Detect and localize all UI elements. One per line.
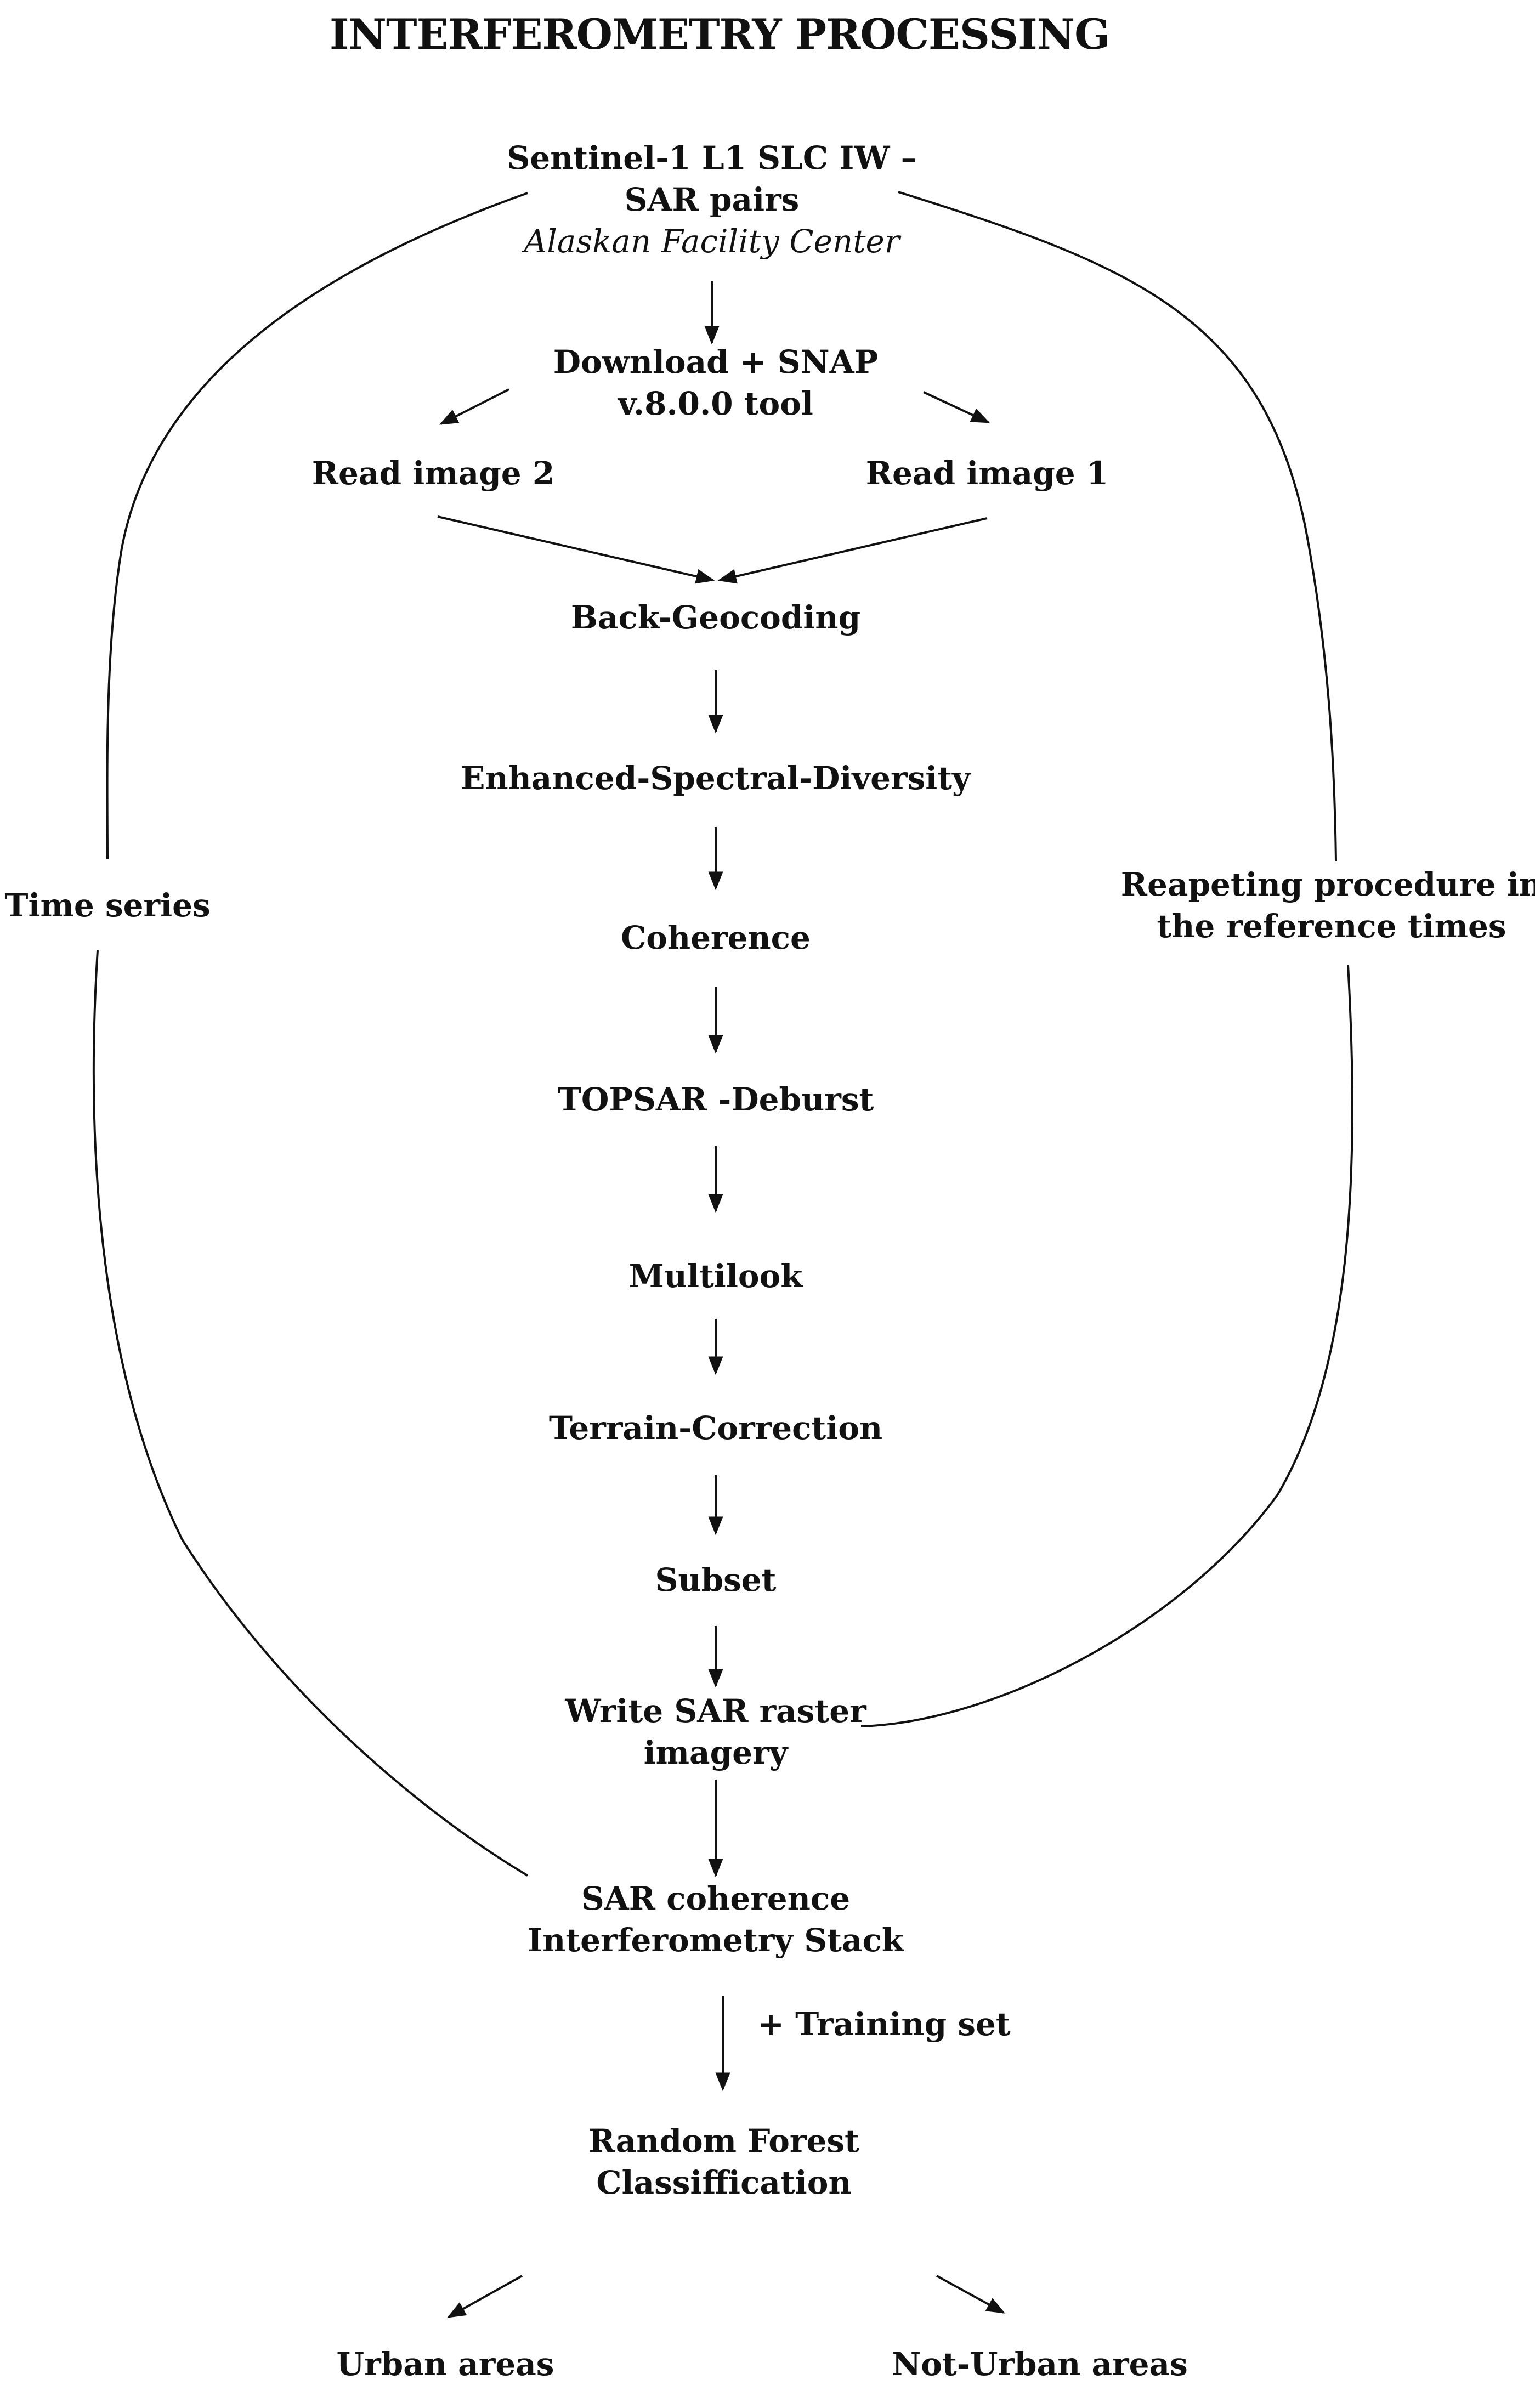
node-download-line1: Download + SNAP <box>553 343 879 381</box>
side-label-repeating-line2: the reference times <box>1157 908 1506 945</box>
node-download-line2: v.8.0.0 tool <box>618 385 813 422</box>
arrow-download-to-read-image-2 <box>439 388 509 425</box>
node-write-sar-raster: Write SAR raster imagery <box>565 1690 866 1774</box>
node-read-image-2: Read image 2 <box>311 455 555 492</box>
node-stack-line2: Interferometry Stack <box>528 1922 904 1959</box>
node-coherence: Coherence <box>621 919 811 956</box>
arrow-download-to-read-image-1 <box>923 391 990 423</box>
node-read-image-1: Read image 1 <box>865 455 1109 492</box>
repeating-loop-upper <box>898 191 1337 862</box>
node-enhanced-spectral-diversity: Enhanced-Spectral-Diversity <box>461 760 971 797</box>
node-random-forest: Random Forest Classiffication <box>588 2120 859 2203</box>
arrow-read-image-1-to-back-geocoding <box>717 517 988 584</box>
node-write-line2: imagery <box>643 1734 788 1771</box>
node-random-forest-line1: Random Forest <box>588 2122 859 2160</box>
repeating-loop-lower <box>860 965 1353 1727</box>
node-source-line3: Alaskan Facility Center <box>524 223 900 260</box>
node-urban-areas: Urban areas <box>336 2345 554 2383</box>
node-subset: Subset <box>655 1561 777 1599</box>
node-terrain-correction: Terrain-Correction <box>548 1409 883 1447</box>
node-source-line2: SAR pairs <box>624 181 800 218</box>
node-stack-line1: SAR coherence <box>581 1880 851 1917</box>
node-sar-coherence-stack: SAR coherence Interferometry Stack <box>528 1878 904 1961</box>
node-source-line1: Sentinel-1 L1 SLC IW – <box>507 139 917 177</box>
side-label-time-series: Time series <box>4 887 211 924</box>
node-back-geocoding: Back-Geocoding <box>570 599 861 636</box>
side-label-repeating-line1: Reapeting procedure in <box>1120 866 1535 903</box>
node-random-forest-line2: Classiffication <box>596 2164 852 2201</box>
time-series-loop-lower <box>92 950 529 1877</box>
node-write-line1: Write SAR raster <box>565 1692 866 1730</box>
diagram-title: INTERFEROMETRY PROCESSING <box>329 10 1110 59</box>
node-topsar-deburst: TOPSAR -Deburst <box>557 1081 874 1118</box>
node-not-urban-areas: Not-Urban areas <box>892 2345 1188 2383</box>
node-multilook: Multilook <box>628 1257 803 1295</box>
arrow-classification-to-not-urban <box>936 2275 1005 2314</box>
edge-label-training-set: + Training set <box>757 2005 1011 2043</box>
node-download: Download + SNAP v.8.0.0 tool <box>553 341 878 424</box>
time-series-loop-upper <box>106 192 528 860</box>
node-source: Sentinel-1 L1 SLC IW – SAR pairs Alaskan… <box>507 137 916 262</box>
arrow-classification-to-urban <box>447 2275 523 2318</box>
side-label-repeating-procedure: Reapeting procedure in the reference tim… <box>1121 864 1535 947</box>
arrow-read-image-2-to-back-geocoding <box>437 515 715 584</box>
